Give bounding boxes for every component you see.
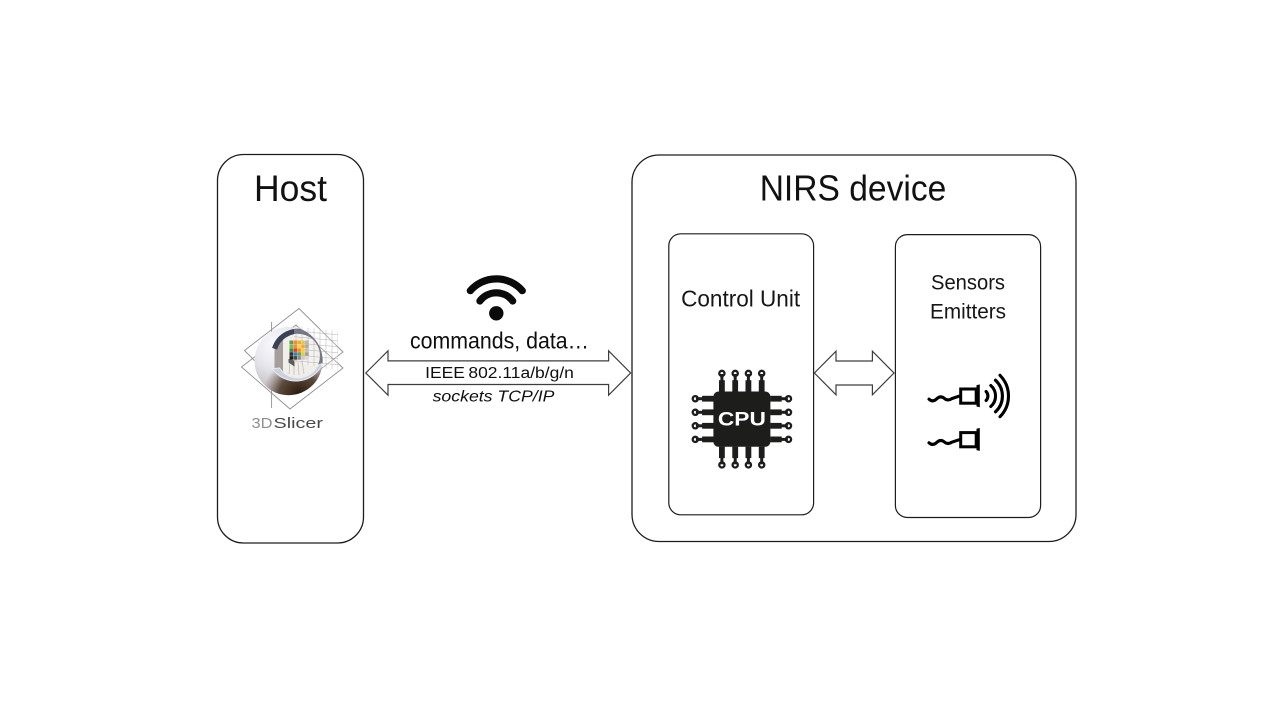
svg-text:Slicer: Slicer	[274, 415, 324, 432]
svg-text:Emitters: Emitters	[930, 301, 1006, 324]
svg-text:Sensors: Sensors	[931, 272, 1005, 295]
svg-text:Control Unit: Control Unit	[681, 285, 801, 311]
svg-text:commands, data…: commands, data…	[410, 328, 589, 354]
svg-text:NIRS device: NIRS device	[760, 167, 947, 208]
svg-text:Host: Host	[254, 167, 328, 209]
svg-text:IEEE 802.11a/b/g/n: IEEE 802.11a/b/g/n	[425, 365, 574, 382]
svg-text:3D: 3D	[252, 415, 273, 432]
svg-text:sockets TCP/IP: sockets TCP/IP	[433, 389, 555, 406]
svg-text:CPU: CPU	[718, 410, 766, 431]
